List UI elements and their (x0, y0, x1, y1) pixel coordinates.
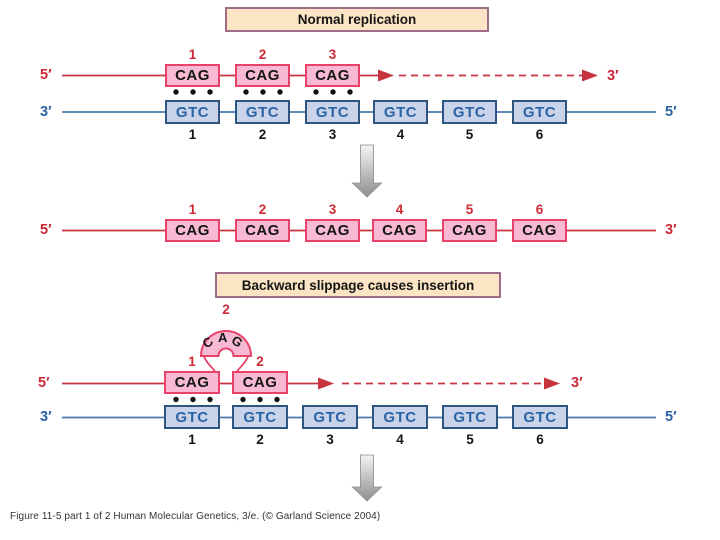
repeat-number: 3 (328, 202, 337, 217)
repeat-number: 2 (258, 202, 267, 217)
repeat-number: 5 (466, 432, 474, 447)
red-arrowhead-icon (544, 377, 560, 390)
down-arrow-icon (351, 454, 383, 502)
repeat-number: 1 (188, 432, 196, 447)
title-normal-replication: Normal replication (225, 7, 489, 32)
red-arrowhead-icon (318, 377, 334, 390)
repeat-number: 2 (256, 432, 264, 447)
repeat-number: 5 (465, 127, 474, 142)
repeat-number: 2 (256, 354, 264, 369)
repeat-number: 2 (258, 127, 267, 142)
red-arrowhead-icon (582, 69, 598, 82)
loop-repeat-number: 2 (222, 302, 230, 317)
cag-repeat-box: CAG (512, 219, 567, 242)
repeat-number: 5 (465, 202, 474, 217)
gtc-repeat-box: GTC (372, 405, 428, 429)
cag-repeat-box: CAG (305, 64, 360, 87)
cag-repeat-box: CAG (372, 219, 427, 242)
repeat-number: 3 (328, 47, 337, 62)
repeat-number: 1 (188, 47, 197, 62)
strand-end-label: 5′ (40, 222, 52, 238)
repeat-number: 6 (535, 202, 544, 217)
gtc-repeat-box: GTC (232, 405, 288, 429)
repeat-number: 3 (326, 432, 334, 447)
strand-end-label: 3′ (40, 409, 52, 425)
gtc-repeat-box: GTC (305, 100, 360, 124)
gtc-repeat-box: GTC (302, 405, 358, 429)
strand-end-label: 5′ (40, 67, 52, 83)
repeat-number: 4 (395, 202, 404, 217)
cag-repeat-box: CAG (235, 64, 290, 87)
gtc-repeat-box: GTC (235, 100, 290, 124)
repeat-number: 6 (535, 127, 544, 142)
gtc-repeat-box: GTC (442, 100, 497, 124)
red-arrowhead-icon (378, 69, 394, 82)
slippage-loop-icon (199, 330, 253, 373)
cag-repeat-box: CAG (165, 64, 220, 87)
strand-end-label: 5′ (38, 375, 50, 391)
gtc-repeat-box: GTC (165, 100, 220, 124)
repeat-number: 2 (258, 47, 267, 62)
normal-base-pair-dots (173, 89, 353, 95)
repeat-number: 4 (396, 432, 404, 447)
slippage-new-strand-line (62, 377, 560, 390)
gtc-repeat-box: GTC (442, 405, 498, 429)
strand-end-label: 3′ (607, 68, 619, 84)
cag-repeat-box: CAG (232, 371, 288, 394)
strand-end-label: 5′ (665, 409, 677, 425)
down-arrow-icon (351, 144, 383, 198)
cag-repeat-box: CAG (442, 219, 497, 242)
strand-end-label: 5′ (665, 104, 677, 120)
strand-end-label: 3′ (571, 375, 583, 391)
repeat-number: 6 (536, 432, 544, 447)
strand-end-label: 3′ (665, 222, 677, 238)
slippage-base-pair-dots (173, 396, 280, 403)
repeat-number: 3 (328, 127, 337, 142)
repeat-number: 1 (188, 202, 197, 217)
loop-letter: A (218, 330, 228, 345)
title-backward-slippage: Backward slippage causes insertion (215, 272, 501, 298)
cag-repeat-box: CAG (165, 219, 220, 242)
gtc-repeat-box: GTC (373, 100, 428, 124)
gtc-repeat-box: GTC (512, 405, 568, 429)
cag-repeat-box: CAG (164, 371, 220, 394)
repeat-number: 1 (188, 127, 197, 142)
gtc-repeat-box: GTC (512, 100, 567, 124)
gtc-repeat-box: GTC (164, 405, 220, 429)
repeat-number: 1 (188, 354, 196, 369)
cag-repeat-box: CAG (305, 219, 360, 242)
strand-end-label: 3′ (40, 104, 52, 120)
repeat-number: 4 (396, 127, 405, 142)
figure-caption: Figure 11-5 part 1 of 2 Human Molecular … (10, 511, 381, 522)
cag-repeat-box: CAG (235, 219, 290, 242)
